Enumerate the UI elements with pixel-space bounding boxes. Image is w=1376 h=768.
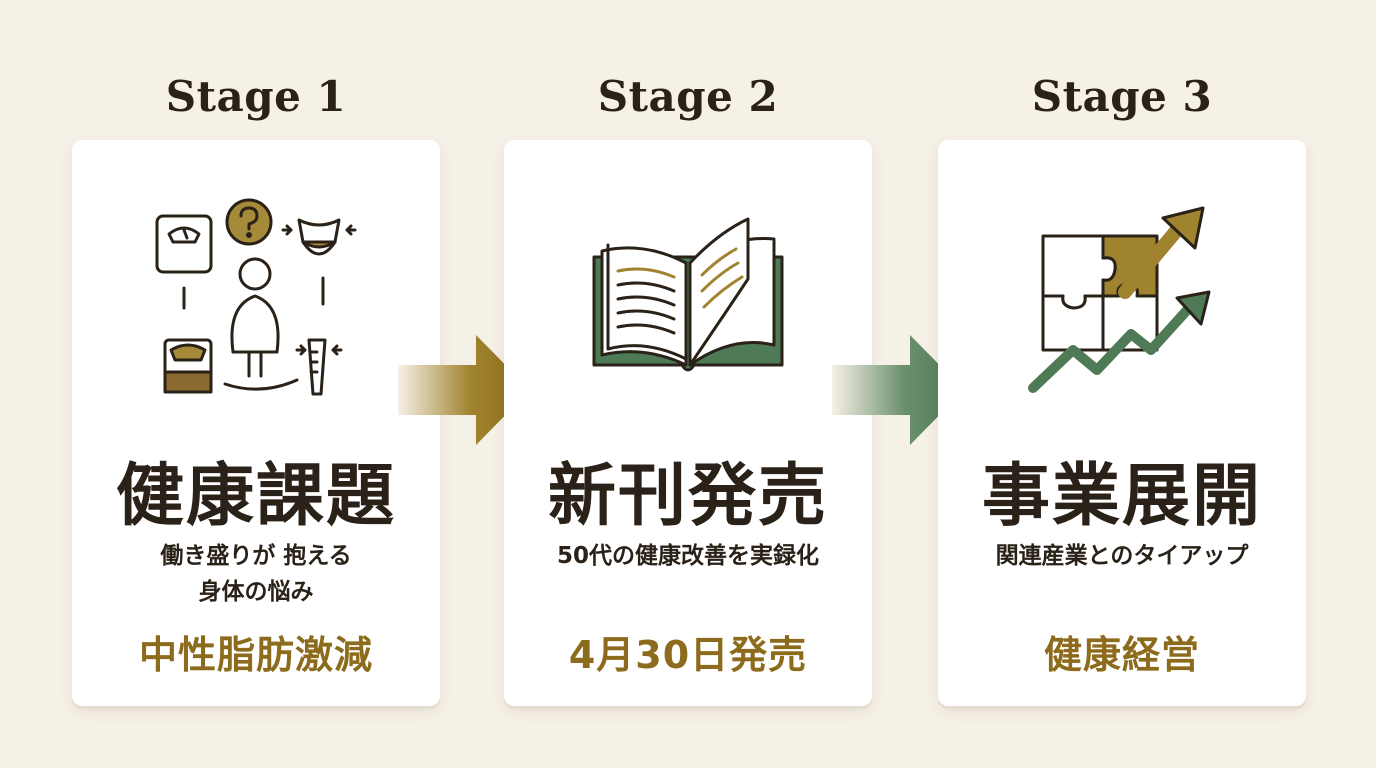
- stage-3-desc-line1: 関連産業とのタイアップ: [995, 543, 1249, 569]
- stage-3-label: Stage 3: [1031, 72, 1213, 121]
- stage-1-description: 働き盛りが 抱える 身体の悩み: [72, 538, 440, 610]
- stage-3-key: 健康経営: [1043, 633, 1200, 677]
- arrow-right-icon: [832, 335, 964, 445]
- stage-1-desc-line1: 働き盛りが 抱える: [160, 543, 352, 569]
- stage-2-desc-line1: 50代の健康改善を実録化: [556, 543, 819, 569]
- stage-1-card: 健康課題 働き盛りが 抱える 身体の悩み 中性脂肪激減: [72, 140, 440, 706]
- stage-1-desc-line2: 身体の悩み: [198, 579, 314, 605]
- arrow-right-icon: [398, 335, 530, 445]
- stage-2-label: Stage 2: [597, 72, 779, 121]
- stage-2-description: 50代の健康改善を実録化: [504, 538, 872, 574]
- stage-2-key: 4月30日発売: [568, 633, 808, 677]
- stage-3-card: 事業展開 関連産業とのタイアップ 健康経営: [938, 140, 1306, 706]
- open-book-icon: [504, 190, 872, 410]
- body-health-icon: [72, 190, 440, 410]
- stage-1-key: 中性脂肪激減: [138, 633, 373, 677]
- puzzle-growth-icon: [938, 190, 1306, 410]
- stage-2-card: 新刊発売 50代の健康改善を実録化 4月30日発売: [504, 140, 872, 706]
- stage-1-title: 健康課題: [115, 456, 396, 536]
- stage-1-label: Stage 1: [165, 72, 347, 121]
- stage-2-title: 新刊発売: [547, 456, 828, 536]
- stage-3-description: 関連産業とのタイアップ: [938, 538, 1306, 574]
- stage-3-title: 事業展開: [981, 456, 1262, 536]
